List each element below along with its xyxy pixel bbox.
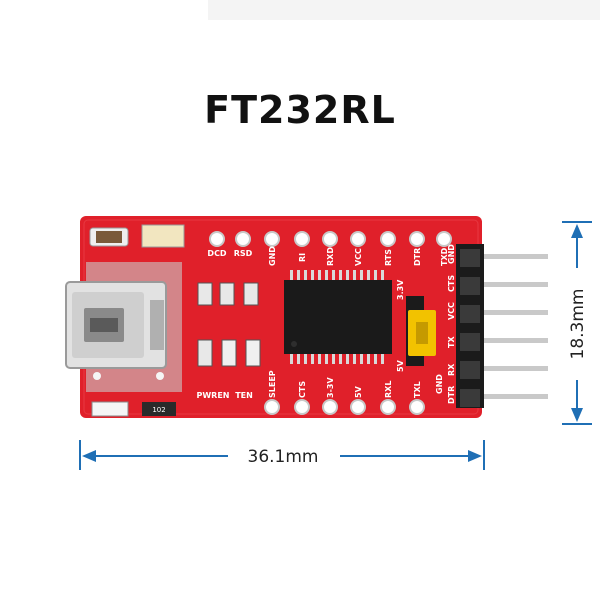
pin-label-rts: RTS (384, 249, 393, 266)
pin-label-sleep: SLEEP (268, 370, 277, 398)
pin-label-ri: RI (298, 253, 307, 262)
product-title: FT232RL (204, 88, 396, 132)
pin-label-cts: CTS (298, 381, 307, 398)
pin-label-3-3v: 3-3V (326, 377, 335, 398)
height-dimension (562, 221, 592, 425)
pin-label-dtr: DTR (413, 248, 422, 266)
header-connector (456, 244, 484, 408)
width-dimension (79, 440, 485, 470)
header-label-rx: RX (447, 363, 456, 376)
pin-label-txl: TXL (413, 381, 422, 398)
header-label-tx: TX (447, 336, 456, 348)
resistor-label: 102 (152, 406, 165, 414)
jumper-labels: 3.3V 5V (396, 279, 405, 372)
jumper-label-3v3: 3.3V (396, 279, 405, 300)
pin-label-5v: 5V (354, 385, 363, 398)
jumper-label-5v: 5V (396, 359, 405, 372)
mini-usb-connector (65, 262, 182, 392)
pin-label-dcd: DCD (207, 249, 227, 258)
bottom-pin-holes (264, 399, 425, 415)
height-label: 18.3mm (568, 289, 588, 360)
top-pin-labels: DCD RSD GND RI RXD VCC RTS DTR TXD (207, 246, 449, 266)
pin-label-ten: TEN (235, 391, 253, 400)
pin-label-gnd: GND (268, 246, 277, 266)
side-label-gnd: GND (435, 374, 444, 394)
voltage-jumper (406, 296, 436, 366)
ft232rl-chip (284, 270, 392, 364)
top-background-strip (208, 0, 600, 20)
pin-label-txd: TXD (440, 247, 449, 266)
smd-components: 102 (89, 224, 261, 417)
header-label-dtr: DTR (447, 386, 456, 404)
pin-label-vcc: VCC (354, 248, 363, 266)
pin-label-rxd: RXD (326, 247, 335, 266)
header-pin-labels: GND CTS VCC TX RX DTR GND (435, 244, 456, 404)
top-pin-holes (209, 231, 452, 247)
pin-label-pwren: PWREN (196, 391, 229, 400)
pin-label-rxl: RXL (384, 381, 393, 398)
header-label-gnd: GND (447, 244, 456, 264)
header-label-vcc: VCC (447, 302, 456, 320)
header-pins (478, 254, 548, 399)
header-label-cts: CTS (447, 275, 456, 292)
bottom-pin-labels: PWREN TEN SLEEP CTS 3-3V 5V RXL TXL (196, 370, 422, 400)
width-label: 36.1mm (248, 447, 319, 467)
pin-label-rsd: RSD (234, 249, 253, 258)
